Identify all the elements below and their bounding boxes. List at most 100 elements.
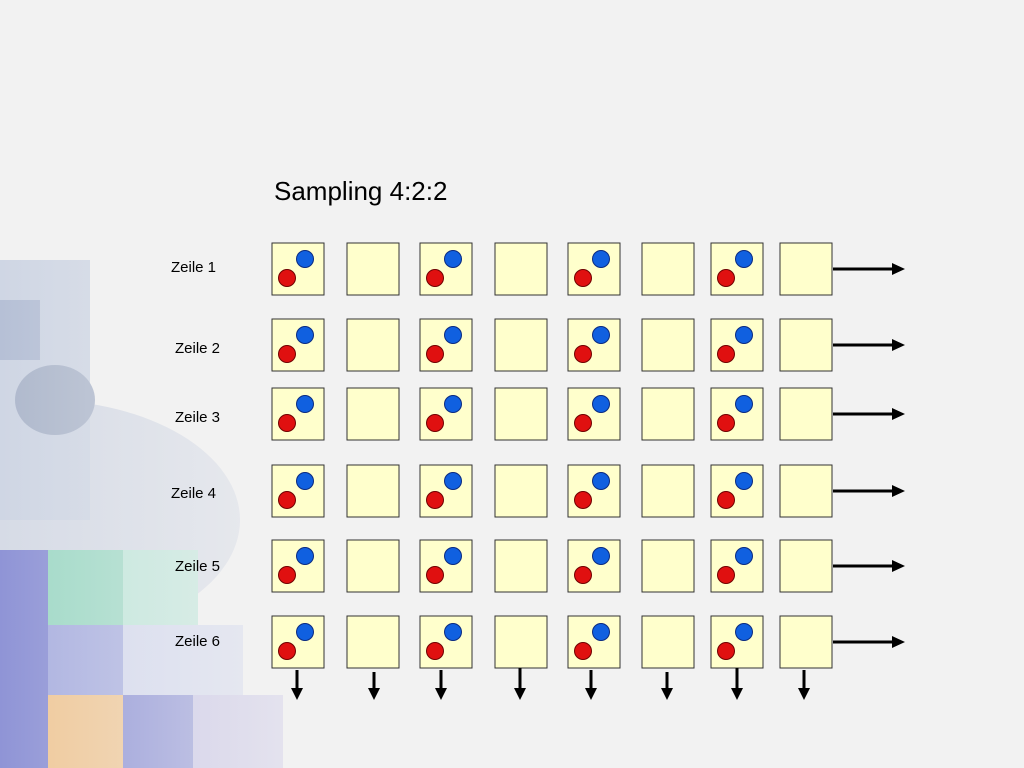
column-arrow-head [514, 688, 526, 700]
column-arrow-head [731, 688, 743, 700]
pixel-cell [494, 318, 548, 372]
chroma-red-sample [278, 414, 296, 432]
pixel-cell [710, 242, 764, 296]
row-label-3: Zeile 3 [175, 409, 221, 426]
chroma-blue-sample [592, 547, 610, 565]
pixel-cell [494, 242, 548, 296]
pixel-cell [710, 318, 764, 372]
pixel-cell [641, 539, 695, 593]
row-arrow-head [892, 485, 905, 497]
pixel-cell [710, 539, 764, 593]
pixel-cell [271, 539, 325, 593]
chroma-blue-sample [735, 472, 753, 490]
pixel-cell [567, 539, 621, 593]
pixel-cell [710, 615, 764, 669]
pixel-cell [641, 615, 695, 669]
pixel-cell [346, 242, 400, 296]
chroma-blue-sample [592, 250, 610, 268]
chroma-red-sample [574, 642, 592, 660]
chroma-red-sample [278, 269, 296, 287]
chroma-red-sample [426, 642, 444, 660]
row-arrow-head [892, 339, 905, 351]
chroma-red-sample [426, 566, 444, 584]
pixel-cell [271, 242, 325, 296]
pixel-cell [419, 464, 473, 518]
pixel-cell [641, 387, 695, 441]
chroma-blue-sample [296, 472, 314, 490]
chroma-red-sample [426, 345, 444, 363]
row-arrow-head [892, 560, 905, 572]
pixel-cell [641, 242, 695, 296]
pixel-cell [779, 242, 833, 296]
chroma-blue-sample [592, 623, 610, 641]
pixel-cell [779, 464, 833, 518]
chroma-red-sample [574, 345, 592, 363]
pixel-cell [346, 464, 400, 518]
pixel-cell [419, 539, 473, 593]
pixel-cell [346, 615, 400, 669]
pixel-cell [419, 318, 473, 372]
chroma-blue-sample [735, 547, 753, 565]
pixel-cell [567, 242, 621, 296]
pixel-cell [567, 464, 621, 518]
column-arrow-head [798, 688, 810, 700]
column-arrow-head [291, 688, 303, 700]
chroma-blue-sample [296, 547, 314, 565]
chroma-red-sample [717, 345, 735, 363]
pixel-cell [567, 387, 621, 441]
pixel-cell [271, 387, 325, 441]
chroma-blue-sample [735, 326, 753, 344]
row-label-2: Zeile 2 [175, 340, 221, 357]
chroma-red-sample [426, 269, 444, 287]
chroma-red-sample [574, 566, 592, 584]
pixel-cell [779, 387, 833, 441]
chroma-red-sample [574, 491, 592, 509]
chroma-red-sample [278, 566, 296, 584]
chroma-blue-sample [296, 250, 314, 268]
pixel-cell [346, 539, 400, 593]
chroma-red-sample [574, 269, 592, 287]
pixel-cell [779, 539, 833, 593]
chroma-blue-sample [296, 395, 314, 413]
chroma-red-sample [717, 491, 735, 509]
pixel-cell [346, 318, 400, 372]
row-arrow-head [892, 636, 905, 648]
pixel-cell [710, 464, 764, 518]
chroma-red-sample [717, 566, 735, 584]
pixel-cell [710, 387, 764, 441]
chroma-red-sample [717, 414, 735, 432]
pixel-cell [494, 464, 548, 518]
pixel-cell [419, 242, 473, 296]
pixel-cell [419, 615, 473, 669]
column-arrow-head [435, 688, 447, 700]
column-arrow-head [368, 688, 380, 700]
chroma-blue-sample [592, 472, 610, 490]
slide-title: Sampling 4:2:2 [274, 176, 448, 206]
column-arrow-head [585, 688, 597, 700]
chroma-blue-sample [444, 250, 462, 268]
pixel-cell [494, 615, 548, 669]
chroma-red-sample [426, 414, 444, 432]
chroma-blue-sample [444, 472, 462, 490]
row-label-1: Zeile 1 [171, 259, 217, 276]
chroma-red-sample [717, 269, 735, 287]
chroma-blue-sample [735, 395, 753, 413]
chroma-blue-sample [444, 547, 462, 565]
chroma-red-sample [717, 642, 735, 660]
pixel-cell [567, 615, 621, 669]
pixel-cell [779, 318, 833, 372]
column-arrow-head [661, 688, 673, 700]
pixel-cell [494, 539, 548, 593]
pixel-cell [271, 615, 325, 669]
chroma-blue-sample [444, 623, 462, 641]
chroma-blue-sample [444, 395, 462, 413]
row-label-6: Zeile 6 [175, 633, 221, 650]
row-label-4: Zeile 4 [171, 485, 217, 502]
chroma-blue-sample [296, 326, 314, 344]
pixel-cell [271, 464, 325, 518]
chroma-blue-sample [296, 623, 314, 641]
pixel-cell [271, 318, 325, 372]
row-arrow-head [892, 408, 905, 420]
chroma-red-sample [278, 345, 296, 363]
